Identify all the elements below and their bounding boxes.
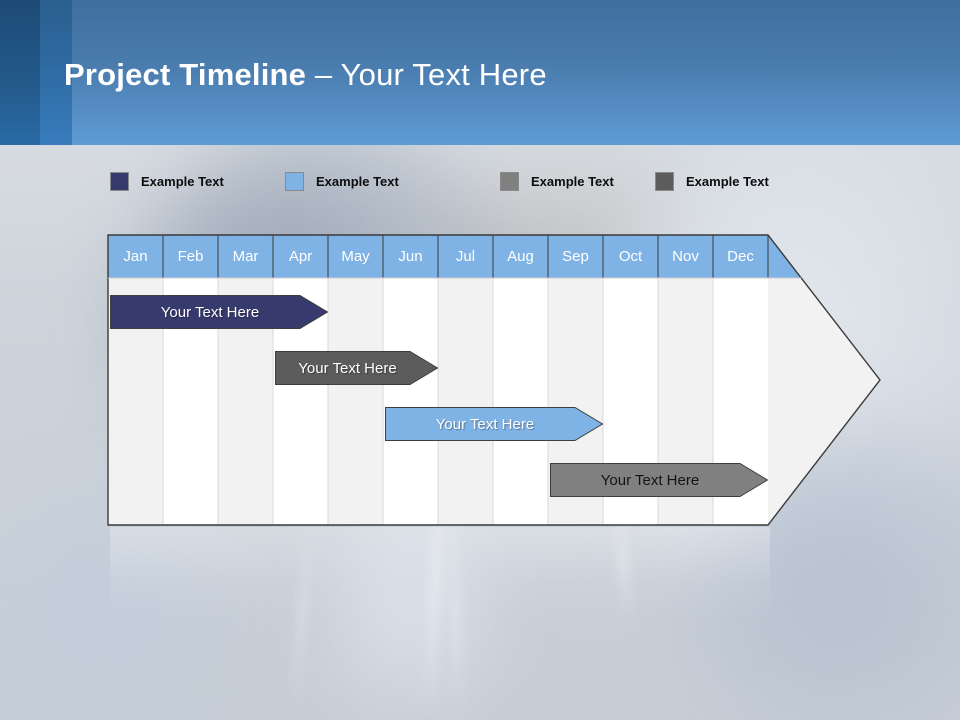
- legend-item-2[interactable]: Example Text: [285, 170, 399, 192]
- timeline-bar-4[interactable]: Your Text Here: [550, 463, 769, 497]
- page-title: Project Timeline – Your Text Here: [64, 56, 547, 94]
- header-accent-stripe-dark: [0, 0, 40, 145]
- legend-item-label: Example Text: [531, 173, 614, 189]
- timeline-bar-label: Your Text Here: [298, 359, 397, 377]
- timeline-bar-1[interactable]: Your Text Here: [110, 295, 329, 329]
- timeline-bar-shape: [385, 407, 604, 441]
- timeline-bar-shape: [110, 295, 329, 329]
- legend-swatch-icon: [285, 171, 304, 191]
- legend-swatch-icon: [110, 171, 129, 191]
- timeline-bar-label: Your Text Here: [160, 303, 260, 321]
- legend-item-label: Example Text: [686, 173, 769, 189]
- timeline-bar-shape: [550, 463, 769, 497]
- legend-item-1[interactable]: Example Text: [110, 170, 224, 192]
- timeline-bar-2[interactable]: Your Text Here: [275, 351, 439, 385]
- legend-item-label: Example Text: [141, 173, 224, 189]
- legend-swatch-icon: [655, 171, 674, 191]
- chart-column-May: [328, 278, 383, 525]
- chart-header-band: [108, 235, 880, 278]
- timeline-bar-label: Your Text Here: [600, 471, 700, 489]
- timeline-bar-shape: [275, 351, 439, 385]
- page-title-bold: Project Timeline: [64, 57, 307, 92]
- slide-header: Project Timeline – Your Text Here: [0, 0, 960, 145]
- legend-item-label: Example Text: [316, 173, 399, 189]
- chart-column-Jun: [383, 278, 438, 525]
- header-accent-stripe-mid: [40, 0, 72, 145]
- chart-column-Aug: [493, 278, 548, 525]
- page-title-regular: – Your Text Here: [306, 57, 547, 92]
- legend-item-4[interactable]: Example Text: [655, 170, 769, 192]
- legend-swatch-icon: [500, 171, 519, 191]
- legend: Example Text Example Text Example Text Exam…: [110, 170, 870, 194]
- timeline-bar-label: Your Text Here: [435, 415, 535, 433]
- chart-grid-svg: [107, 234, 881, 526]
- legend-item-3[interactable]: Example Text: [500, 170, 614, 192]
- chart-arrow-outline: [107, 234, 881, 526]
- timeline-bar-3[interactable]: Your Text Here: [385, 407, 604, 441]
- chart-column-Jul: [438, 278, 493, 525]
